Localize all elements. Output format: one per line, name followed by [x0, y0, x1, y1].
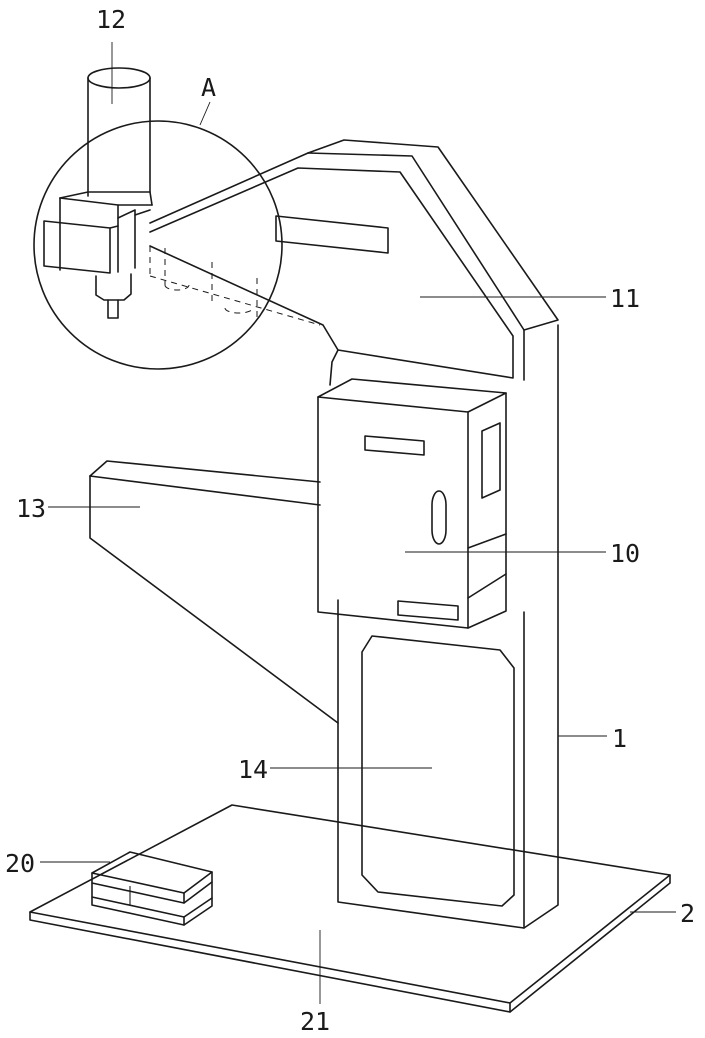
- control-box: [318, 379, 506, 628]
- foot-pedal: [92, 852, 212, 925]
- label-10: 10: [610, 539, 640, 568]
- label-21: 21: [300, 1007, 330, 1036]
- label-13: 13: [16, 494, 46, 523]
- label-12: 12: [96, 5, 126, 34]
- detail-circle-a: [34, 121, 282, 369]
- access-door: [362, 636, 514, 906]
- label-20: 20: [5, 849, 35, 878]
- base-plate: [30, 805, 670, 1012]
- label-a: A: [201, 73, 216, 102]
- upper-arm: [150, 140, 558, 385]
- label-1: 1: [612, 724, 627, 753]
- lower-arm: [90, 461, 338, 723]
- label-14: 14: [238, 755, 268, 784]
- label-11: 11: [610, 284, 640, 313]
- label-2: 2: [680, 899, 695, 928]
- leader-lines: [40, 42, 676, 1004]
- spindle-head: [44, 68, 320, 325]
